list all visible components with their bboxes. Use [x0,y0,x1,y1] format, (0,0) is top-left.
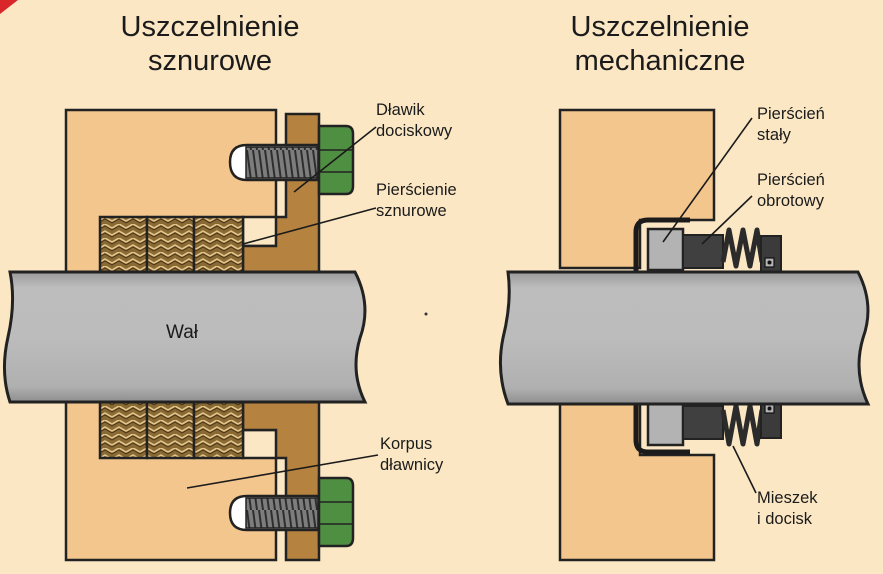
packing-ring [98,215,149,274]
packing-ring [98,400,149,460]
packing-ring [145,215,196,274]
packing-ring [192,215,245,274]
shaft-right [498,270,871,406]
seal-gasket-upper [633,217,690,272]
fixed-ring-lower [646,402,685,447]
mechanical-seal-assembly [498,108,871,562]
rotating-ring-upper [682,234,724,269]
packing-ring [145,400,196,460]
label-packing-rings: Pierścienie sznurowe [376,181,457,220]
rotating-ring-lower [682,405,724,440]
bolt-thread [245,146,319,179]
spring-lower [720,403,765,447]
label-bellows: Mieszek i docisk [757,489,818,528]
title-packing-seal: Uszczelnienie sznurowe [120,11,300,77]
seal-gasket-lower [633,402,690,455]
packing-seal-assembly [2,108,368,562]
label-shaft: Wał [166,322,199,343]
leader-lines [186,117,757,494]
title-mechanical-seal: Uszczelnienie mechaniczne [570,11,750,77]
spring-upper [720,227,765,269]
label-rotating-ring: Pierścień obrotowy [757,171,825,210]
label-housing: Korpus dławnicy [380,435,444,474]
corner-mark [0,0,18,14]
bolt-thread [245,497,319,529]
packing-ring [192,400,245,460]
fixed-ring-upper [646,227,685,272]
label-gland: Dławik dociskowy [376,101,453,140]
bolt-head-upper [317,124,355,196]
label-fixed-ring: Pierścień stały [757,105,825,144]
bolt-head-lower [317,476,355,548]
shaft-left [2,270,368,404]
